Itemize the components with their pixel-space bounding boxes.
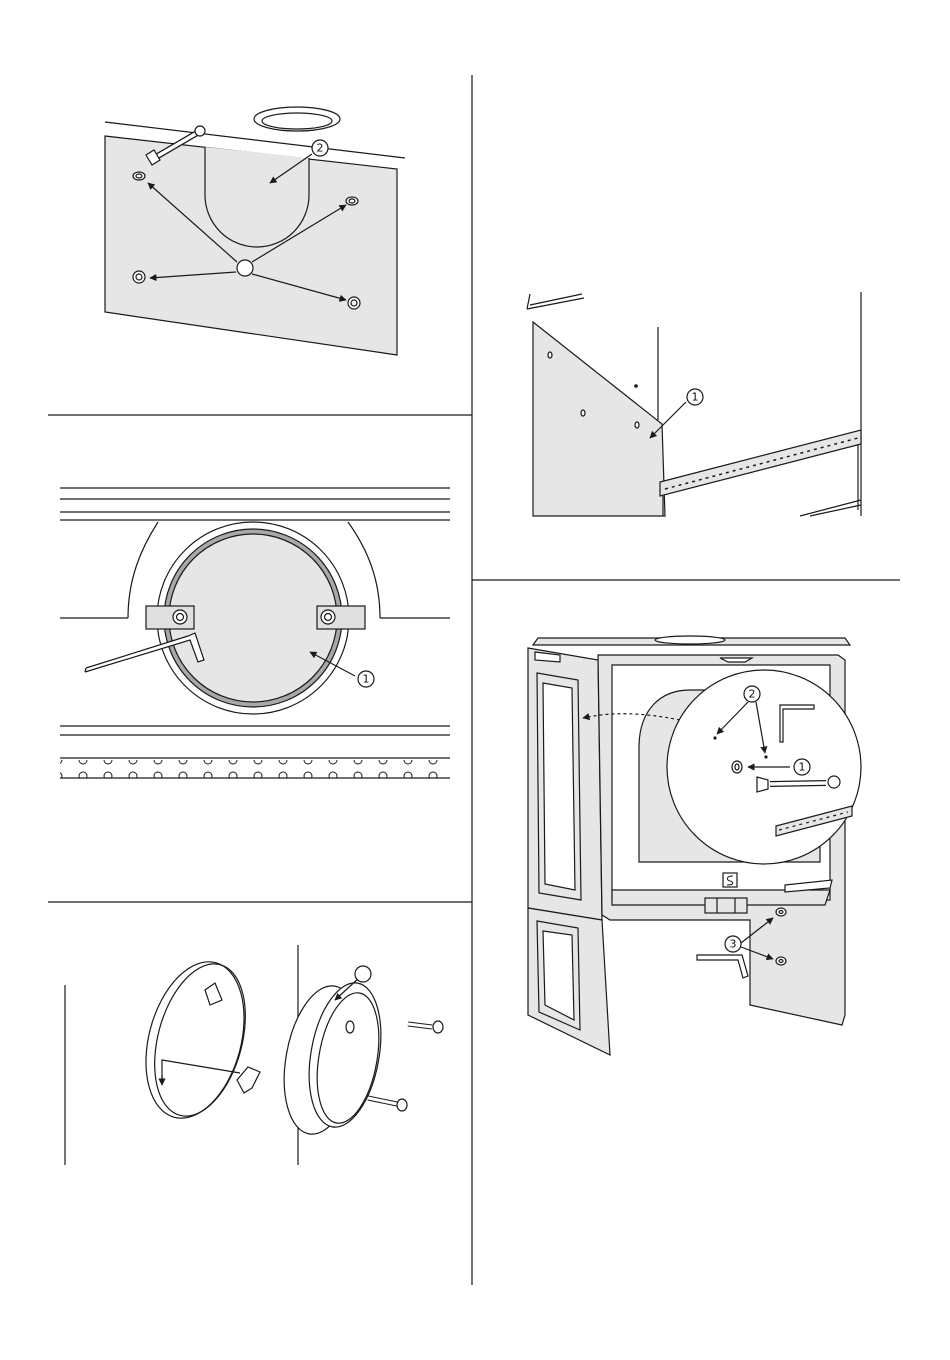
svg-text:3: 3 [730,938,737,951]
bolt-icon [776,908,786,916]
screw-icon [368,1098,407,1111]
panel-flue-collar: 1 [60,488,450,778]
panel-side-rail: 1 [527,292,861,516]
clip-part [237,1067,260,1093]
bolt-icon [346,197,358,205]
callout-1: 1 [687,389,703,405]
svg-text:2: 2 [317,142,324,155]
callout-1: 1 [794,759,810,775]
side-panel [533,322,665,516]
callout-3: 3 [725,936,741,952]
callout-empty [355,966,371,982]
flue-opening [254,107,340,131]
cover-disc [130,951,260,1129]
bolt-icon [732,761,742,773]
bolt-icon [133,172,145,180]
callout-2: 2 [744,686,760,702]
bolt-icon [133,271,145,283]
callout-1: 1 [358,671,374,687]
bolt-icon [173,610,187,624]
perforated-rail [60,760,450,778]
panel-back-plate: 2 [105,107,405,355]
bolt-icon [321,610,335,624]
plate-cutout [205,147,309,247]
hex-key-icon [697,955,748,978]
panel-cover-parts [65,945,443,1165]
panel-stove: 3 1 2 [528,636,861,1055]
screw-icon [408,1021,443,1033]
hub-circle [237,260,253,276]
callout-2: 2 [312,140,328,156]
svg-text:2: 2 [749,688,756,701]
bolt-icon [348,297,360,309]
svg-text:1: 1 [363,673,370,686]
svg-text:1: 1 [799,761,806,774]
bolt-icon [776,957,786,965]
svg-text:1: 1 [692,391,699,404]
